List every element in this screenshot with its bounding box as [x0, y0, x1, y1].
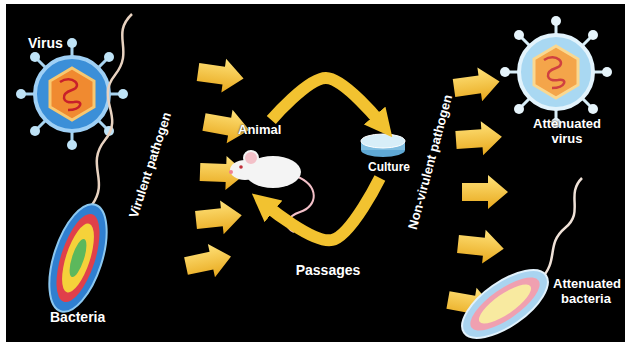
block-arrow	[452, 65, 502, 105]
animal-node: Animal	[224, 120, 310, 206]
pathway-label: Virulent pathogen	[126, 110, 174, 220]
virus-envelope	[519, 35, 593, 109]
block-arrow	[456, 227, 505, 266]
mouse-illustration	[229, 151, 314, 232]
process-label: Passages	[296, 263, 361, 278]
virus-spike-tips	[500, 16, 612, 128]
node-label: Animal	[238, 122, 298, 137]
cell-wall	[38, 197, 118, 318]
block-arrow	[194, 198, 243, 237]
culture-dish	[361, 134, 405, 157]
bacteria-illustration	[38, 197, 118, 318]
virus-envelope	[35, 57, 109, 131]
attenuated-bacteria-illustration	[451, 257, 558, 347]
flagellum	[540, 178, 582, 280]
node-label: Virus	[28, 36, 88, 51]
block-arrow	[462, 175, 508, 209]
attenuated-virus-illustration	[500, 16, 612, 128]
cell-wall	[451, 257, 558, 347]
virus-capsid	[534, 46, 578, 98]
virus-genome	[60, 79, 80, 110]
node-label: Attenuated virus	[527, 116, 607, 146]
node-label: Attenuated bacteria	[553, 276, 619, 306]
culture-node: Culture	[352, 122, 414, 178]
attenuated-virus-node: Attenuated virus	[505, 26, 615, 152]
dish-lid	[361, 134, 405, 148]
cycle-arrow	[267, 178, 380, 240]
mouse-nose	[229, 170, 233, 174]
mouse-eye	[239, 165, 243, 169]
virus-node: Virus	[22, 32, 122, 132]
cycle-arrow	[271, 78, 380, 122]
flagellum	[92, 14, 132, 205]
virus-illustration	[16, 38, 128, 150]
virus-genome	[544, 57, 564, 88]
mouse-ear	[244, 151, 258, 165]
virus-capsid	[50, 68, 94, 120]
cytoplasm	[474, 278, 536, 330]
node-label: Bacteria	[50, 310, 120, 325]
virus-spikes	[506, 22, 606, 122]
virus-spike-tips	[16, 38, 128, 150]
attenuated-bacteria-node: Attenuated bacteria	[455, 200, 623, 337]
block-arrow	[455, 120, 503, 157]
cell-membrane	[463, 268, 547, 340]
background-panel	[6, 4, 625, 342]
block-arrow	[182, 240, 234, 283]
mouse-tail	[287, 176, 313, 232]
cytoplasm	[55, 220, 100, 296]
node-label: Culture	[368, 160, 418, 175]
cell-membrane	[48, 209, 109, 307]
block-arrow	[196, 55, 246, 95]
nucleoid	[66, 237, 90, 279]
pathway-label: Non-virulent pathogen	[405, 93, 455, 231]
